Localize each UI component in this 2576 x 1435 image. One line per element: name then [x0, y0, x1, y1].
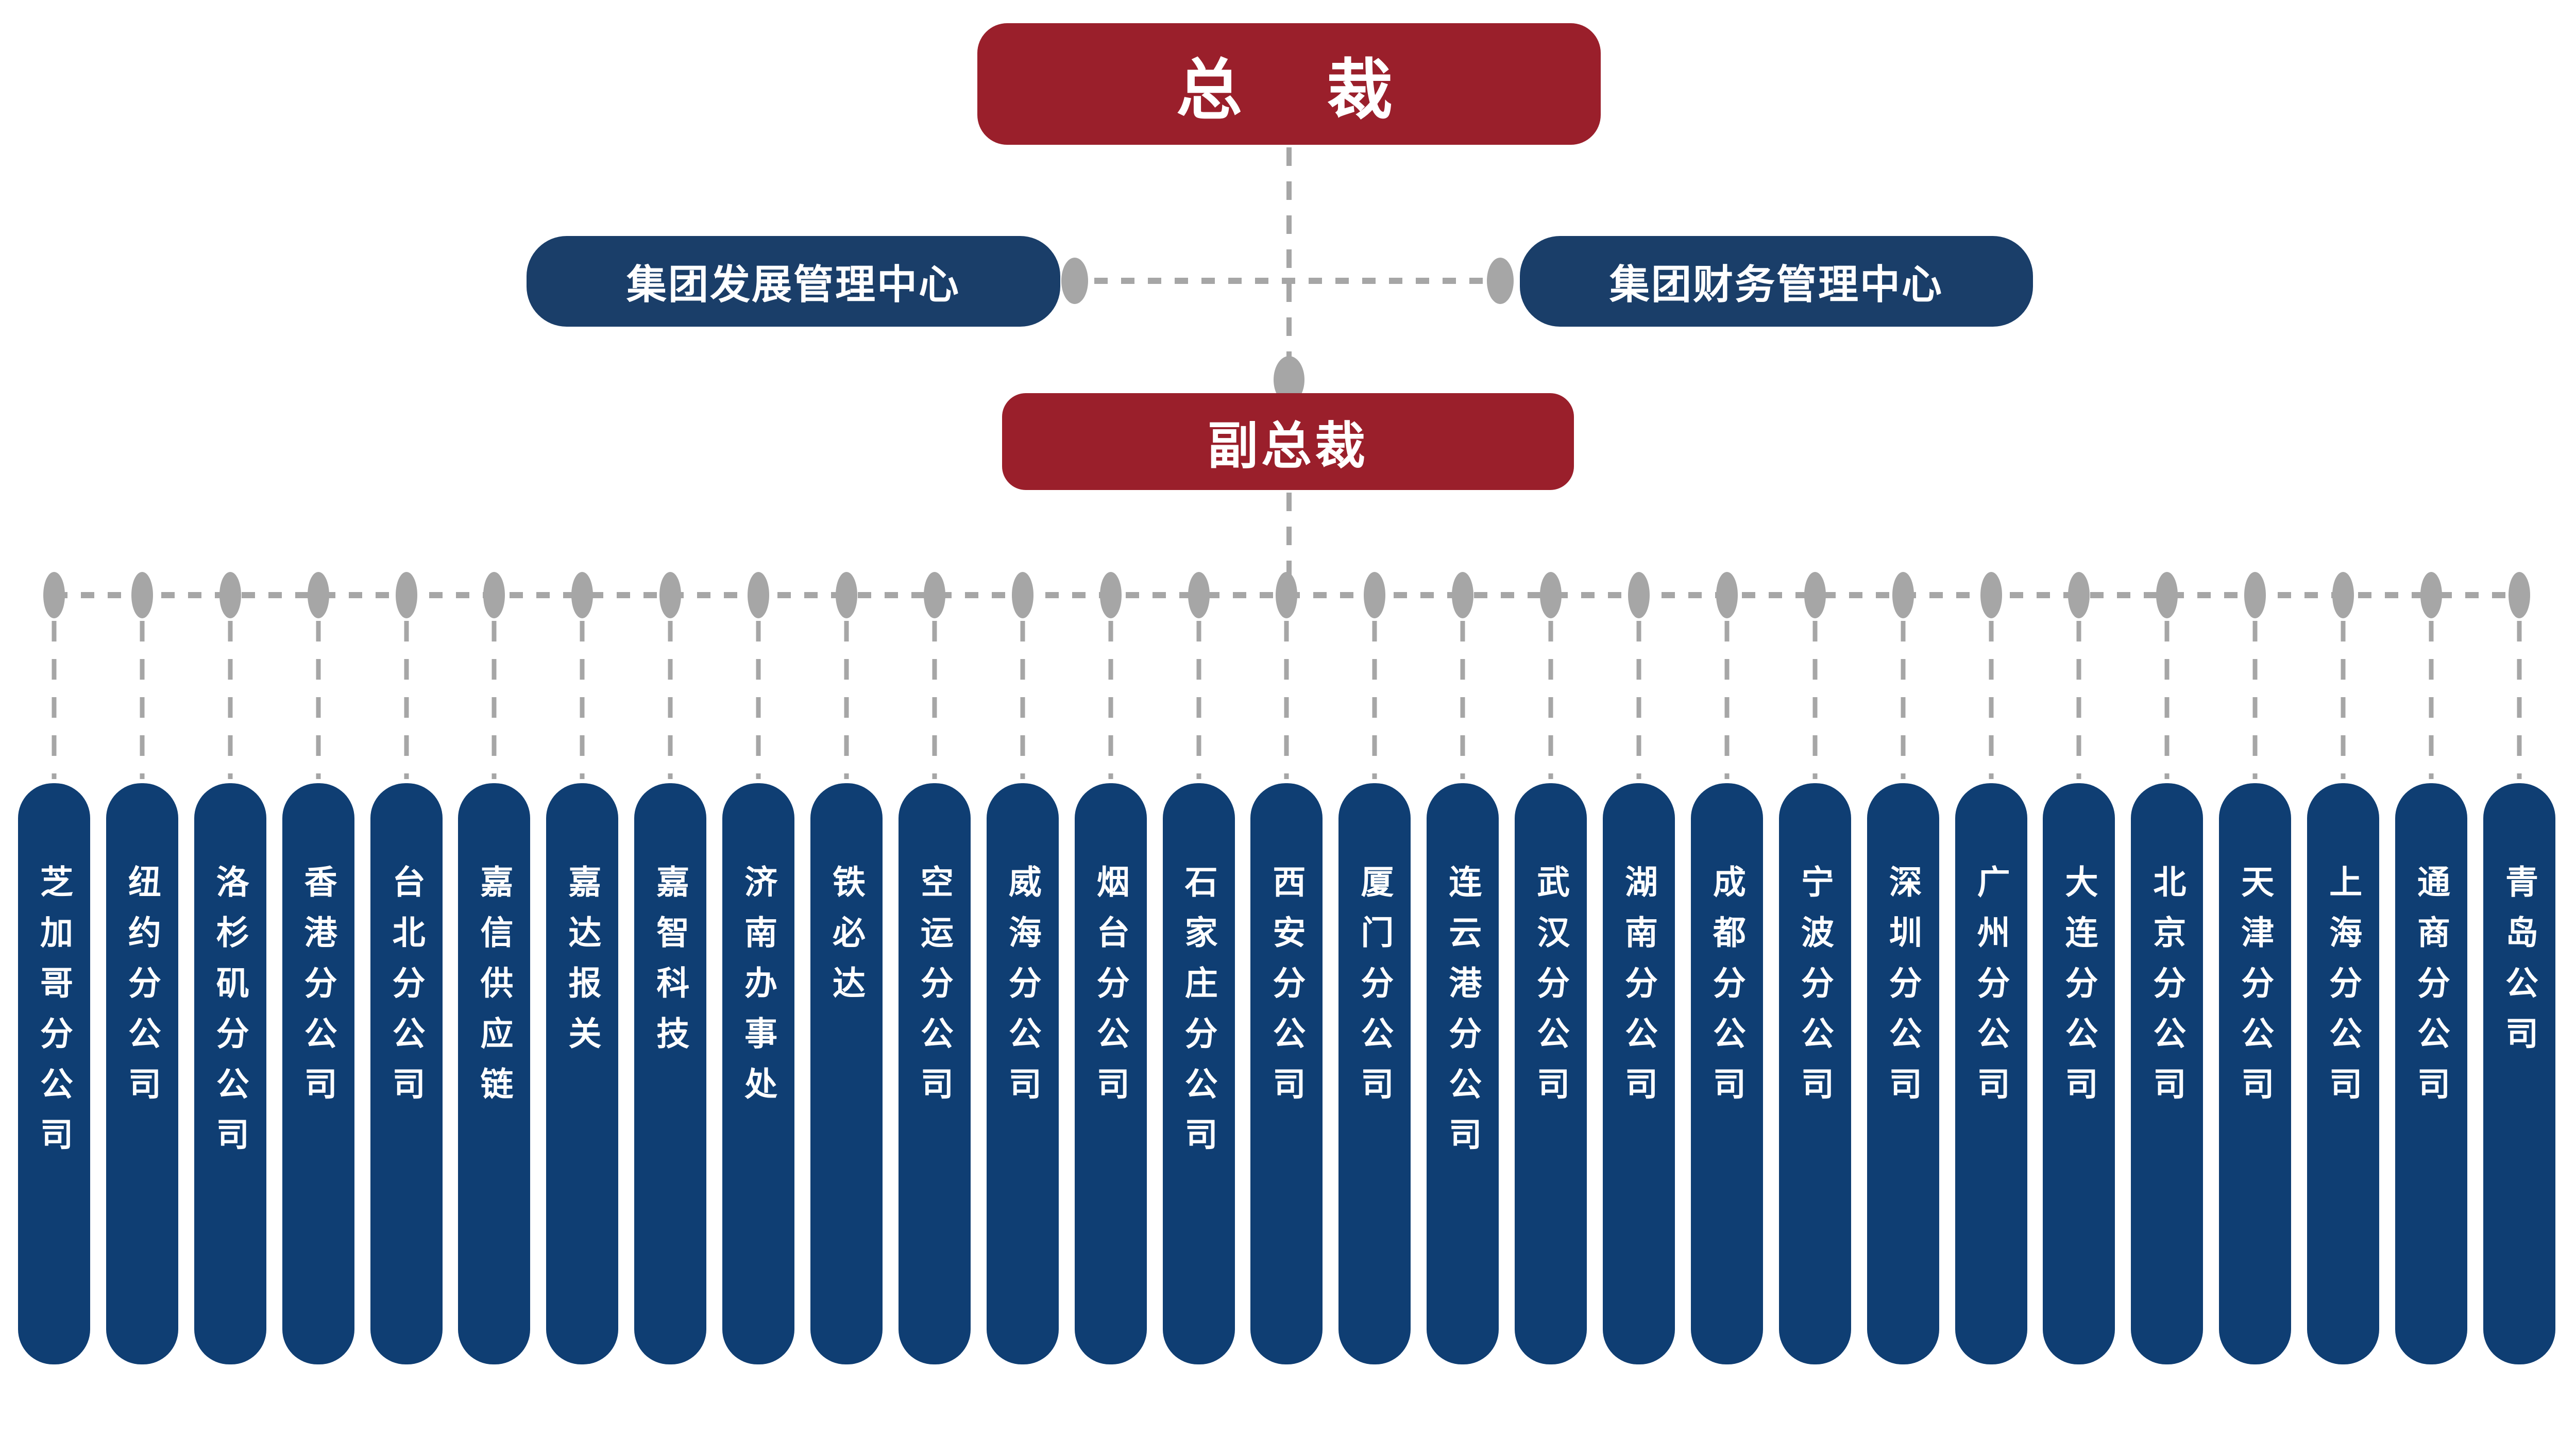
branch-pill: 上海分公司 [2307, 783, 2380, 1364]
branch-label: 嘉智科技 [652, 865, 689, 1067]
branch-pill: 广州分公司 [1955, 783, 2027, 1364]
branch-label: 威海分公司 [1004, 865, 1041, 1117]
branch-label: 北京分公司 [2148, 865, 2186, 1117]
connector-dot [1540, 572, 1562, 618]
branch-pill: 威海分公司 [986, 783, 1059, 1364]
vice-president-label: 副总裁 [1207, 417, 1368, 474]
connector-dot [2509, 572, 2530, 618]
connector-dot [1364, 572, 1385, 618]
branch-label: 烟台分公司 [1092, 865, 1129, 1117]
connector-dot [748, 572, 769, 618]
connector-dot [1980, 572, 2002, 618]
center-box-development: 集团发展管理中心 [527, 236, 1060, 327]
branch-pill: 天津分公司 [2219, 783, 2292, 1364]
branch-label: 空运分公司 [916, 865, 953, 1117]
connector-dot [1804, 572, 1826, 618]
connector-dot [219, 572, 241, 618]
connector-dot [1100, 572, 1122, 618]
connector-dot [2068, 572, 2090, 618]
branch-pill: 嘉信供应链 [458, 783, 531, 1364]
branch-label: 宁波分公司 [1796, 865, 1834, 1117]
connector-dot [1012, 572, 1033, 618]
branch-pill: 嘉达报关 [546, 783, 619, 1364]
branch-pill: 西安分公司 [1250, 783, 1323, 1364]
vice-president-box: 副总裁 [1002, 393, 1574, 490]
connector-dot [396, 572, 417, 618]
branch-pill: 深圳分公司 [1867, 783, 1939, 1364]
branch-label: 济南办事处 [740, 865, 777, 1117]
connector-dot [1716, 572, 1738, 618]
center-development-label: 集团发展管理中心 [626, 262, 960, 307]
branch-pill: 连云港分公司 [1427, 783, 1499, 1364]
connector-dot [1061, 258, 1088, 304]
branch-label: 广州分公司 [1972, 865, 2010, 1117]
branch-label: 湖南分公司 [1620, 865, 1658, 1117]
branch-row: 芝加哥分公司 纽约分公司 洛杉矶分公司 香港分公司 台北分公司 嘉信供应链 嘉达… [0, 783, 2576, 1364]
connector-dot [1276, 572, 1297, 618]
connector-dot [1188, 572, 1210, 618]
branch-label: 连云港分公司 [1444, 865, 1482, 1168]
connector-dot [2332, 572, 2354, 618]
branch-pill: 烟台分公司 [1074, 783, 1147, 1364]
president-label: 总 裁 [1176, 53, 1402, 127]
branch-label: 成都分公司 [1708, 865, 1745, 1117]
branch-label: 香港分公司 [299, 865, 337, 1117]
branch-pill: 洛杉矶分公司 [194, 783, 266, 1364]
branch-pill: 北京分公司 [2131, 783, 2204, 1364]
branch-label: 通商分公司 [2413, 865, 2450, 1117]
branch-pill: 芝加哥分公司 [18, 783, 90, 1364]
branch-pill: 空运分公司 [898, 783, 971, 1364]
branch-label: 大连分公司 [2060, 865, 2098, 1117]
branch-pill: 湖南分公司 [1603, 783, 1675, 1364]
branch-label: 台北分公司 [387, 865, 425, 1117]
connector-dot [131, 572, 153, 618]
branch-label: 纽约分公司 [123, 865, 161, 1117]
branch-pill: 大连分公司 [2043, 783, 2115, 1364]
branch-pill: 铁必达 [810, 783, 883, 1364]
branch-pill: 香港分公司 [282, 783, 354, 1364]
connector-dot [308, 572, 329, 618]
connector-dot [924, 572, 945, 618]
branch-label: 嘉信供应链 [476, 865, 513, 1117]
branch-label: 洛杉矶分公司 [211, 865, 249, 1168]
connector-dot [483, 572, 505, 618]
branch-label: 厦门分公司 [1356, 865, 1394, 1117]
connector-dot [2244, 572, 2266, 618]
branch-label: 石家庄分公司 [1180, 865, 1217, 1168]
branch-pill: 嘉智科技 [634, 783, 707, 1364]
branch-pill: 厦门分公司 [1338, 783, 1411, 1364]
center-box-finance: 集团财务管理中心 [1520, 236, 2033, 327]
connector-dot [836, 572, 857, 618]
branch-label: 嘉达报关 [564, 865, 601, 1067]
branch-label: 芝加哥分公司 [36, 865, 73, 1168]
branch-pill: 宁波分公司 [1778, 783, 1851, 1364]
branch-pill: 台北分公司 [370, 783, 443, 1364]
branch-label: 上海分公司 [2325, 865, 2362, 1117]
branch-pill: 武汉分公司 [1515, 783, 1587, 1364]
connector-dot [2420, 572, 2442, 618]
connector-dot [571, 572, 593, 618]
connector-dot [2156, 572, 2178, 618]
connector-dot [43, 572, 65, 618]
branch-label: 武汉分公司 [1532, 865, 1570, 1117]
center-finance-label: 集团财务管理中心 [1609, 262, 1943, 307]
connector-dot [1487, 258, 1514, 304]
connector-dot [659, 572, 681, 618]
branch-pill: 成都分公司 [1690, 783, 1763, 1364]
branch-label: 青岛公司 [2500, 865, 2538, 1067]
branch-pill: 青岛公司 [2483, 783, 2555, 1364]
branch-pill: 通商分公司 [2395, 783, 2468, 1364]
president-box: 总 裁 [977, 23, 1601, 145]
connector-dot [1628, 572, 1650, 618]
branch-label: 天津分公司 [2236, 865, 2274, 1117]
connector-dot [1892, 572, 1914, 618]
connector-dot [1452, 572, 1473, 618]
branch-label: 铁必达 [828, 865, 866, 1016]
branch-pill: 石家庄分公司 [1162, 783, 1235, 1364]
branch-pill: 纽约分公司 [106, 783, 178, 1364]
branch-label: 深圳分公司 [1884, 865, 1922, 1117]
branch-label: 西安分公司 [1268, 865, 1306, 1117]
branch-pill: 济南办事处 [722, 783, 795, 1364]
